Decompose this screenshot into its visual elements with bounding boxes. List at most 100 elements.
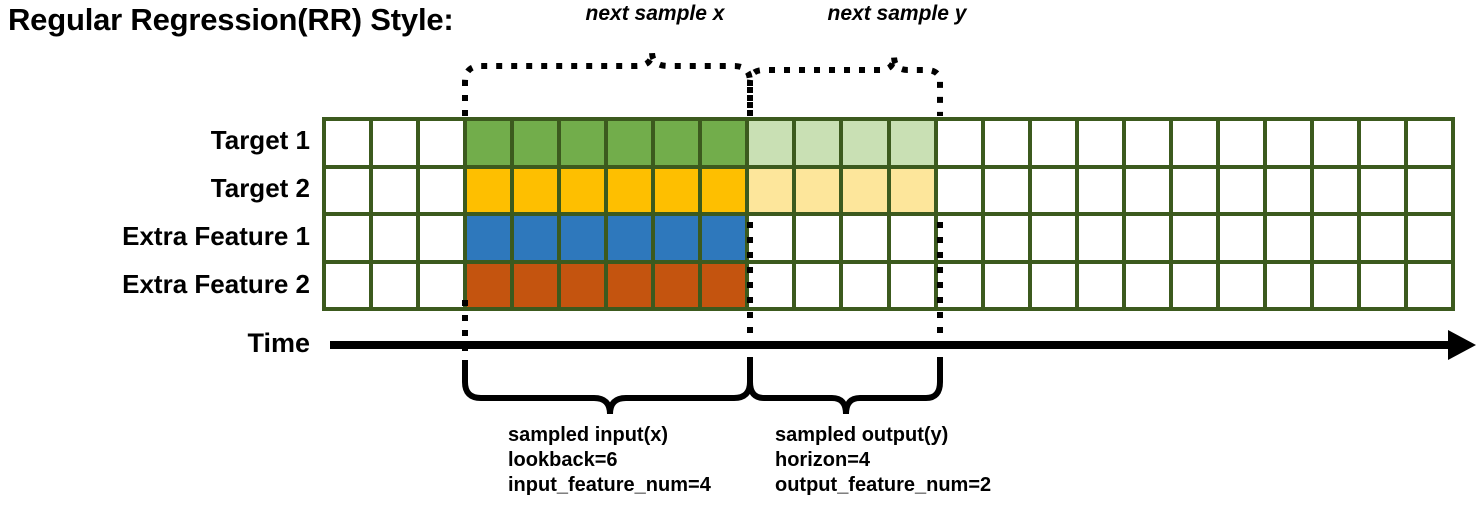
grid-cell-r1-c22 [1313,121,1357,165]
time-axis-arrow [330,330,1476,360]
grid-cell-r3-c13 [890,216,934,260]
grid-cell-r1-c20 [1219,121,1263,165]
grid-cell-r3-c18 [1125,216,1169,260]
grid-cell-r4-c17 [1078,263,1122,307]
grid-cell-r4-c15 [984,263,1028,307]
grid-cell-r1-c23 [1360,121,1404,165]
grid-cell-r1-c2 [373,121,417,165]
grid-cell-r3-c10 [749,216,793,260]
caption-sampled-input: sampled input(x) lookback=6 input_featur… [508,423,711,498]
grid-cell-r3-c3 [420,216,464,260]
caption-input-line-3: input_feature_num=4 [508,474,711,496]
grid-cell-r2-c19 [1172,168,1216,212]
grid-cell-r3-c12 [843,216,887,260]
row-label-target-2: Target 2 [210,173,310,203]
grid-cell-r4-c9 [702,263,746,307]
grid-cell-r4-c2 [373,263,417,307]
grid-cell-r1-c7 [608,121,652,165]
grid-cell-r4-c8 [655,263,699,307]
timeline-grid-cells [322,117,1455,311]
grid-cell-r1-c21 [1266,121,1310,165]
grid-cell-r1-c16 [1031,121,1075,165]
grid-cell-r2-c11 [796,168,840,212]
grid-cell-r2-c5 [514,168,558,212]
grid-cell-r1-c6 [561,121,605,165]
grid-cell-r4-c18 [1125,263,1169,307]
grid-cell-r4-c14 [937,263,981,307]
page-title: Regular Regression(RR) Style: [8,2,454,37]
grid-cell-r3-c20 [1219,216,1263,260]
bottom-brace-output [747,362,943,415]
grid-cell-r3-c4 [467,216,511,260]
grid-cell-r2-c15 [984,168,1028,212]
grid-cell-r3-c8 [655,216,699,260]
grid-cell-r4-c12 [843,263,887,307]
grid-cell-r4-c10 [749,263,793,307]
grid-cell-r2-c18 [1125,168,1169,212]
grid-cell-r1-c18 [1125,121,1169,165]
grid-cell-r2-c23 [1360,168,1404,212]
grid-cell-r2-c16 [1031,168,1075,212]
grid-cell-r3-c17 [1078,216,1122,260]
grid-cell-r3-c2 [373,216,417,260]
grid-cell-r1-c11 [796,121,840,165]
grid-cell-r2-c21 [1266,168,1310,212]
grid-cell-r3-c14 [937,216,981,260]
grid-cell-r3-c24 [1407,216,1451,260]
grid-cell-r4-c21 [1266,263,1310,307]
grid-cell-r4-c7 [608,263,652,307]
grid-cell-r4-c6 [561,263,605,307]
caption-sampled-output: sampled output(y) horizon=4 output_featu… [775,423,991,498]
grid-cell-r3-c19 [1172,216,1216,260]
grid-cell-r1-c24 [1407,121,1451,165]
grid-cell-r4-c20 [1219,263,1263,307]
caption-input-line-1: sampled input(x) [508,424,669,446]
grid-cell-r2-c3 [420,168,464,212]
row-label-extra-feature-1: Extra Feature 1 [122,221,310,251]
grid-cell-r3-c16 [1031,216,1075,260]
grid-cell-r4-c3 [420,263,464,307]
grid-cell-r3-c11 [796,216,840,260]
top-brace-x [462,51,753,116]
grid-cell-r2-c4 [467,168,511,212]
grid-cell-r1-c8 [655,121,699,165]
caption-input-line-2: lookback=6 [508,449,618,471]
grid-cell-r1-c14 [937,121,981,165]
grid-cell-r4-c19 [1172,263,1216,307]
grid-cell-r4-c5 [514,263,558,307]
grid-cell-r4-c23 [1360,263,1404,307]
grid-cell-r1-c13 [890,121,934,165]
grid-cell-r2-c6 [561,168,605,212]
caption-output-line-2: horizon=4 [775,449,871,471]
grid-cell-r4-c11 [796,263,840,307]
grid-cell-r1-c9 [702,121,746,165]
grid-cell-r1-c19 [1172,121,1216,165]
grid-cell-r2-c14 [937,168,981,212]
grid-cell-r4-c22 [1313,263,1357,307]
grid-cell-r3-c5 [514,216,558,260]
grid-cell-r2-c24 [1407,168,1451,212]
grid-cell-r4-c24 [1407,263,1451,307]
caption-output-line-1: sampled output(y) [775,424,949,446]
grid-cell-r2-c2 [373,168,417,212]
grid-cell-r3-c21 [1266,216,1310,260]
grid-cell-r2-c12 [843,168,887,212]
grid-cell-r3-c1 [326,216,370,260]
grid-cell-r1-c17 [1078,121,1122,165]
grid-cell-r1-c12 [843,121,887,165]
grid-cell-r1-c15 [984,121,1028,165]
grid-cell-r3-c9 [702,216,746,260]
grid-cell-r4-c13 [890,263,934,307]
grid-cell-r1-c10 [749,121,793,165]
grid-cell-r2-c8 [655,168,699,212]
grid-cell-r3-c22 [1313,216,1357,260]
grid-cell-r2-c1 [326,168,370,212]
top-brace-label-next-sample-y: next sample y [827,2,967,25]
row-label-extra-feature-2: Extra Feature 2 [122,269,310,299]
grid-cell-r2-c10 [749,168,793,212]
time-axis-label: Time [247,328,310,358]
grid-cell-r3-c7 [608,216,652,260]
grid-cell-r1-c5 [514,121,558,165]
top-brace-label-next-sample-x: next sample x [585,2,725,25]
grid-cell-r4-c16 [1031,263,1075,307]
